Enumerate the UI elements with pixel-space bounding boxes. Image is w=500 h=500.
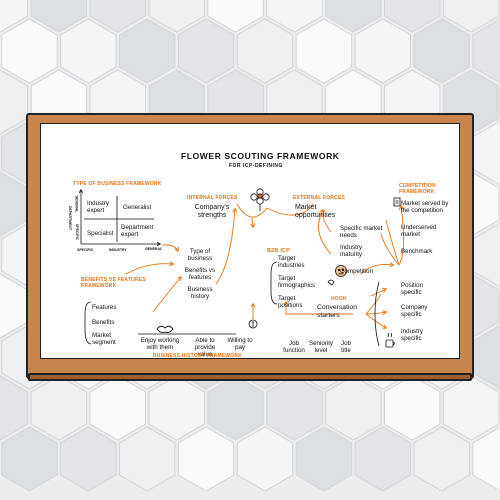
hexagon-tile bbox=[472, 18, 500, 84]
hexagon-tile bbox=[0, 0, 29, 33]
hexagon-tile bbox=[30, 375, 88, 441]
hexagon-tile bbox=[207, 375, 264, 441]
hexagon-tile bbox=[384, 375, 441, 441]
hexagon-tile bbox=[295, 426, 353, 492]
hexagon-tile bbox=[60, 18, 117, 84]
target-positions-label: Target positions bbox=[278, 295, 303, 310]
hexagon-tile bbox=[295, 18, 353, 84]
matrix-cell-department-expert: Department expert bbox=[121, 224, 154, 239]
job-title-label: Job title bbox=[341, 340, 351, 355]
company-specific-label: Company specific bbox=[401, 304, 428, 319]
hexagon-tile bbox=[148, 375, 205, 441]
hexagon-tile bbox=[236, 426, 294, 492]
industry-maturity-label: Industry maturity bbox=[340, 244, 363, 259]
hexagon-tile bbox=[119, 18, 176, 84]
market-segment-label: Market segment bbox=[92, 332, 116, 347]
matrix-cell-industry-expert: Industry expert bbox=[87, 200, 110, 215]
competition-label: Competition bbox=[340, 268, 374, 275]
hexagon-tile bbox=[119, 426, 176, 492]
hexagon-tile bbox=[442, 375, 500, 441]
features-label: Features bbox=[92, 304, 117, 311]
connector-arrows bbox=[125, 203, 404, 328]
industry-specific-label: Industry specific bbox=[401, 328, 424, 343]
benefits-features-heading: BENEFITS VS FEATURES FRAMEWORK bbox=[81, 277, 146, 289]
board-subtitle: FOR ICP-DEFINING bbox=[229, 163, 283, 169]
willing-to-pay-label: Willing to pay bbox=[227, 337, 253, 352]
arrow-layer bbox=[41, 188, 404, 348]
competition-framework-heading: COMPETITION FRAMEWORK bbox=[399, 183, 436, 195]
conversation-starters-label: Conversation starters bbox=[317, 304, 358, 319]
benchmark-label: Benchmark bbox=[401, 248, 433, 255]
hexagon-tile bbox=[413, 18, 470, 84]
provide-value-label: Able to provide value bbox=[194, 337, 216, 359]
matrix-cell-generalist: Generalist bbox=[123, 204, 152, 211]
axis-y-bottom: SPECIFIC bbox=[75, 223, 80, 241]
hexagon-tile bbox=[177, 18, 235, 84]
benefits-label: Benefits bbox=[92, 319, 115, 326]
whiteboard: FLOWER SCOUTING FRAMEWORK FOR ICP-DEFINI… bbox=[40, 123, 460, 359]
hexagon-tile bbox=[442, 0, 500, 33]
robot-face-icon bbox=[335, 265, 347, 277]
seniority-level-label: Seniority level bbox=[308, 340, 334, 355]
job-function-label: Job function bbox=[283, 340, 305, 355]
whiteboard-frame: FLOWER SCOUTING FRAMEWORK FOR ICP-DEFINI… bbox=[26, 113, 474, 379]
hexagon-tile bbox=[177, 426, 235, 492]
enjoy-working-label: Enjoy working with them bbox=[140, 337, 180, 352]
axis-y-top: GENERAL bbox=[74, 195, 79, 213]
checklist-icon bbox=[393, 197, 401, 207]
matrix-cell-specialist: Specialist bbox=[87, 230, 114, 237]
hexagon-tile bbox=[266, 0, 323, 33]
hook-bracket bbox=[374, 281, 380, 347]
market-served-label: Market served by the competition bbox=[401, 200, 449, 215]
question-bubble-icon bbox=[327, 279, 335, 286]
benefits-bracket bbox=[84, 301, 92, 345]
hexagon-tile bbox=[236, 18, 294, 84]
target-firmographics-label: Target firmographics bbox=[278, 275, 316, 290]
hexagon-tile bbox=[413, 426, 470, 492]
company-strengths-label: Company's strengths bbox=[194, 204, 230, 220]
type-of-business-label: Type of business bbox=[187, 248, 213, 263]
whiteboard-ledge bbox=[28, 373, 472, 381]
business-history-label: Business history bbox=[187, 286, 213, 301]
handshake-icon bbox=[156, 325, 174, 334]
target-industries-label: Target industries bbox=[278, 255, 305, 270]
benefits-vs-features-label: Benefits vs features bbox=[184, 267, 216, 282]
hexagon-tile bbox=[1, 426, 58, 492]
money-icon bbox=[248, 319, 258, 329]
hexagon-tile bbox=[207, 0, 264, 33]
hexagon-tile bbox=[384, 0, 441, 33]
flower-icon bbox=[250, 188, 270, 211]
hexagon-tile bbox=[354, 18, 411, 84]
underserved-market-label: Underserved market bbox=[401, 224, 437, 239]
external-forces-heading: EXTERNAL FORCES bbox=[293, 195, 346, 201]
hexagon-tile bbox=[30, 0, 88, 33]
specific-market-needs-label: Specific market needs bbox=[340, 225, 383, 240]
hexagon-tile bbox=[325, 0, 382, 33]
internal-forces-heading: INTERNAL FORCES bbox=[187, 195, 238, 201]
hexagon-tile bbox=[0, 375, 29, 441]
axis-y-label: DEPARTMENT bbox=[68, 205, 73, 231]
hexagon-tile bbox=[89, 375, 146, 441]
hexagon-tile bbox=[325, 375, 382, 441]
hexagon-tile bbox=[266, 375, 323, 441]
hexagon-tile bbox=[89, 0, 146, 33]
hook-heading: HOOK bbox=[331, 296, 347, 302]
icp-bracket bbox=[270, 261, 278, 305]
axis-x-label: INDUSTRY bbox=[109, 248, 127, 252]
type-of-business-heading: TYPE OF BUSINESS FRAMEWORK bbox=[73, 181, 162, 187]
axis-x-right: GENERAL bbox=[145, 247, 163, 251]
market-opportunities-label: Market opportunities bbox=[295, 204, 336, 220]
position-specific-label: Position specific bbox=[401, 282, 424, 297]
axis-x-left: SPECIFIC bbox=[77, 248, 94, 252]
hexagon-tile bbox=[1, 18, 58, 84]
business-history-heading: BUSINESS HISTORY FRAMEWORK bbox=[153, 353, 243, 359]
hexagon-tile bbox=[354, 426, 411, 492]
coffee-mug-icon bbox=[385, 332, 395, 348]
hexagon-tile bbox=[472, 426, 500, 492]
b2b-icp-heading: B2B ICP bbox=[267, 248, 291, 254]
hexagon-tile bbox=[148, 0, 205, 33]
business-type-matrix bbox=[81, 190, 160, 244]
board-title: FLOWER SCOUTING FRAMEWORK bbox=[181, 151, 340, 161]
hexagon-tile bbox=[60, 426, 117, 492]
